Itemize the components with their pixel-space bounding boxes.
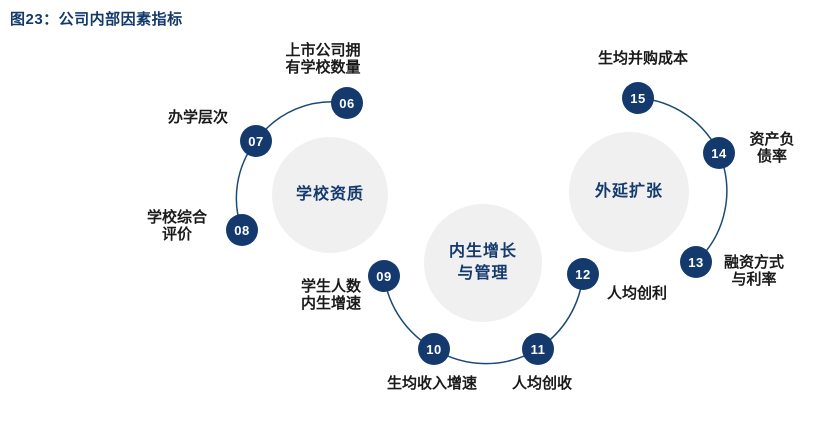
node-circle-15: 15 [622, 82, 654, 114]
node-circle-13: 13 [680, 246, 712, 278]
node-label-13: 融资方式 与利率 [723, 254, 784, 288]
node-circle-06: 06 [331, 87, 363, 119]
node-label-15: 生均并购成本 [597, 50, 688, 67]
node-label-09: 学生人数 内生增速 [300, 278, 361, 312]
figure-title: 图23：公司内部因素指标 [10, 11, 183, 28]
cluster-label-external-expansion: 外延扩张 [594, 183, 663, 201]
node-label-10: 生均收入增速 [386, 375, 477, 392]
cluster-label-school-quality: 学校资质 [295, 186, 364, 204]
cluster-circle-school-quality: 学校资质 [272, 137, 388, 253]
node-label-14: 资产负 债率 [749, 131, 795, 165]
node-label-11: 人均创收 [511, 375, 572, 392]
node-label-08: 学校综合 评价 [146, 209, 207, 243]
cluster-circle-external-expansion: 外延扩张 [569, 132, 689, 252]
node-circle-14: 14 [703, 137, 735, 169]
node-label-12: 人均创利 [606, 285, 667, 302]
cluster-circle-endogenous-growth: 内生增长 与管理 [424, 204, 542, 322]
node-circle-07: 07 [240, 125, 272, 157]
node-circle-12: 12 [567, 258, 599, 290]
node-label-07: 办学层次 [167, 109, 228, 126]
node-circle-10: 10 [418, 333, 450, 365]
node-circle-11: 11 [522, 333, 554, 365]
node-circle-09: 09 [368, 260, 400, 292]
cluster-label-endogenous-growth: 内生增长 与管理 [448, 243, 517, 282]
node-label-06: 上市公司拥 有学校数量 [285, 42, 361, 76]
node-circle-08: 08 [226, 214, 258, 246]
connector-14-13 [695, 152, 728, 263]
